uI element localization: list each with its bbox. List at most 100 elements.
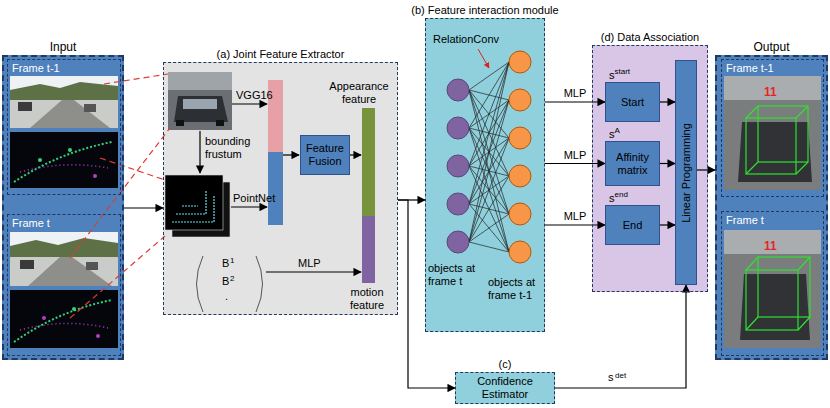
annotation: . xyxy=(225,290,228,302)
frame-label: Frame t xyxy=(726,214,764,226)
score-symbol: s xyxy=(609,69,615,81)
text-slot: End xyxy=(606,206,659,244)
text-slot: MLP xyxy=(564,149,587,161)
text-slot: RelationConv xyxy=(433,33,499,46)
panel-title: Output xyxy=(753,40,789,54)
edge-label: MLP xyxy=(564,210,587,222)
arrow xyxy=(266,271,361,272)
relation-edges xyxy=(469,62,509,252)
text-slot: Feature Fusion xyxy=(301,136,349,174)
appearance-bar xyxy=(362,108,375,216)
connector-arrow xyxy=(660,224,675,225)
text-slot: Output xyxy=(753,40,789,54)
panel-fill xyxy=(2,55,124,360)
annotation: objects at frame t xyxy=(428,262,475,287)
annotation: VGG16 xyxy=(236,89,273,101)
frame-label: Frame t xyxy=(12,217,50,229)
text-slot: MLP xyxy=(298,257,321,270)
text-slot: Confidence Estimator xyxy=(456,373,554,403)
connector-arrow xyxy=(660,101,675,102)
arrow xyxy=(232,103,267,104)
score-superscript: A xyxy=(615,126,620,135)
panel-fill xyxy=(715,55,828,360)
frame-box: Frame t-1 xyxy=(721,59,824,197)
box-label: Linear Programming xyxy=(680,123,692,223)
tracking-result xyxy=(724,76,821,190)
panel-fill xyxy=(592,45,708,292)
panel-title: (a) Joint Feature Extractor xyxy=(217,48,345,60)
text-slot: (c) xyxy=(499,358,512,370)
arrow xyxy=(199,131,200,173)
text-slot: (b) Feature interaction module xyxy=(411,4,558,16)
crop-lines xyxy=(70,74,170,318)
annotation: 1 xyxy=(230,256,234,265)
feature-bar xyxy=(268,152,283,225)
panel-title: (b) Feature interaction module xyxy=(411,4,558,16)
annotation: Appearance feature xyxy=(329,80,388,105)
score-heading: sA xyxy=(609,124,620,141)
process-box: Feature Fusion xyxy=(300,135,350,175)
annotation: s xyxy=(608,371,614,383)
box-label: Confidence Estimator xyxy=(459,375,551,401)
text-slot: det xyxy=(615,368,626,382)
module-panel: sstartStartsAAffinity matrixsendEndLinea… xyxy=(592,45,708,292)
annotation: MLP xyxy=(298,257,321,269)
arrow xyxy=(350,154,361,155)
text-slot: Linear Programming xyxy=(680,123,692,223)
process-box: sendEnd xyxy=(605,205,660,245)
frame-box: Frame t-1 xyxy=(7,59,121,195)
annotation: objects at frame t-1 xyxy=(488,276,535,301)
panel-title: Input xyxy=(50,40,77,54)
panel-title: (d) Data Association xyxy=(601,31,699,43)
text-slot: bounding frustum xyxy=(205,135,265,161)
score-heading: sstart xyxy=(609,65,630,82)
point-cloud-crop xyxy=(165,175,230,237)
frame-label: Frame t-1 xyxy=(726,62,774,74)
box-label: Start xyxy=(621,96,644,109)
text-slot: MLP xyxy=(564,210,587,222)
street-image xyxy=(10,232,118,286)
annotation: 2 xyxy=(230,274,234,283)
track-id: 11 xyxy=(764,239,777,253)
text-slot: 11 xyxy=(764,86,777,99)
street-image xyxy=(10,76,118,128)
pointer-arrow xyxy=(478,49,489,68)
text-slot: Input xyxy=(50,40,77,54)
module-box: (c)Confidence Estimator xyxy=(455,372,555,404)
text-slot: Frame t xyxy=(12,217,50,229)
motion-bar xyxy=(362,216,375,283)
text-slot: B xyxy=(222,257,229,270)
object-circles xyxy=(509,51,531,263)
connector-arrow xyxy=(124,207,163,208)
annotation: PointNet xyxy=(233,192,275,204)
car-crop xyxy=(168,72,232,130)
connector-arrow xyxy=(697,169,715,170)
text-slot: 11 xyxy=(764,240,777,253)
text-slot: s xyxy=(608,371,614,384)
connector-arrow xyxy=(555,285,686,388)
lidar-image xyxy=(10,290,118,348)
annotation: RelationConv xyxy=(433,33,499,45)
frame-box: Frame t xyxy=(721,211,824,356)
score-heading: send xyxy=(609,188,628,205)
annotation: bounding frustum xyxy=(205,135,250,160)
text-slot: objects at frame t xyxy=(428,262,484,288)
panel-fill xyxy=(163,62,398,315)
panel-fill xyxy=(425,18,545,332)
arrow xyxy=(283,154,299,155)
connector-arrow xyxy=(398,200,455,388)
bracket xyxy=(197,256,263,312)
object-circles xyxy=(447,79,469,253)
text-slot: Start xyxy=(606,83,659,121)
connector-arrow xyxy=(660,163,675,164)
text-slot: (d) Data Association xyxy=(601,31,699,43)
output-panel: Frame t-1Frame tOutput xyxy=(715,55,828,360)
text-slot: VGG16 xyxy=(236,89,273,102)
solver-box: Linear Programming xyxy=(675,60,697,285)
annotation: B xyxy=(222,257,229,269)
connector-arrow xyxy=(545,163,605,164)
text-slot: objects at frame t-1 xyxy=(488,276,544,302)
score-superscript: start xyxy=(615,67,631,76)
